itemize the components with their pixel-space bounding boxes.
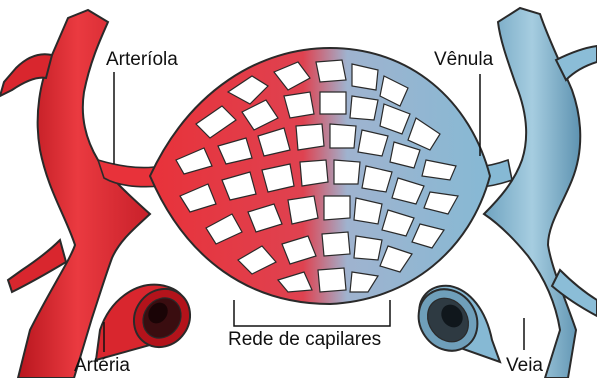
capillary-network-label: Rede de capilares [228,330,381,349]
artery-label: Artéria [74,356,130,375]
capillary-network [150,48,490,304]
arteriole-label: Arteríola [106,50,178,69]
vein-label: Veia [506,356,543,375]
venule-label: Vênula [434,50,493,69]
